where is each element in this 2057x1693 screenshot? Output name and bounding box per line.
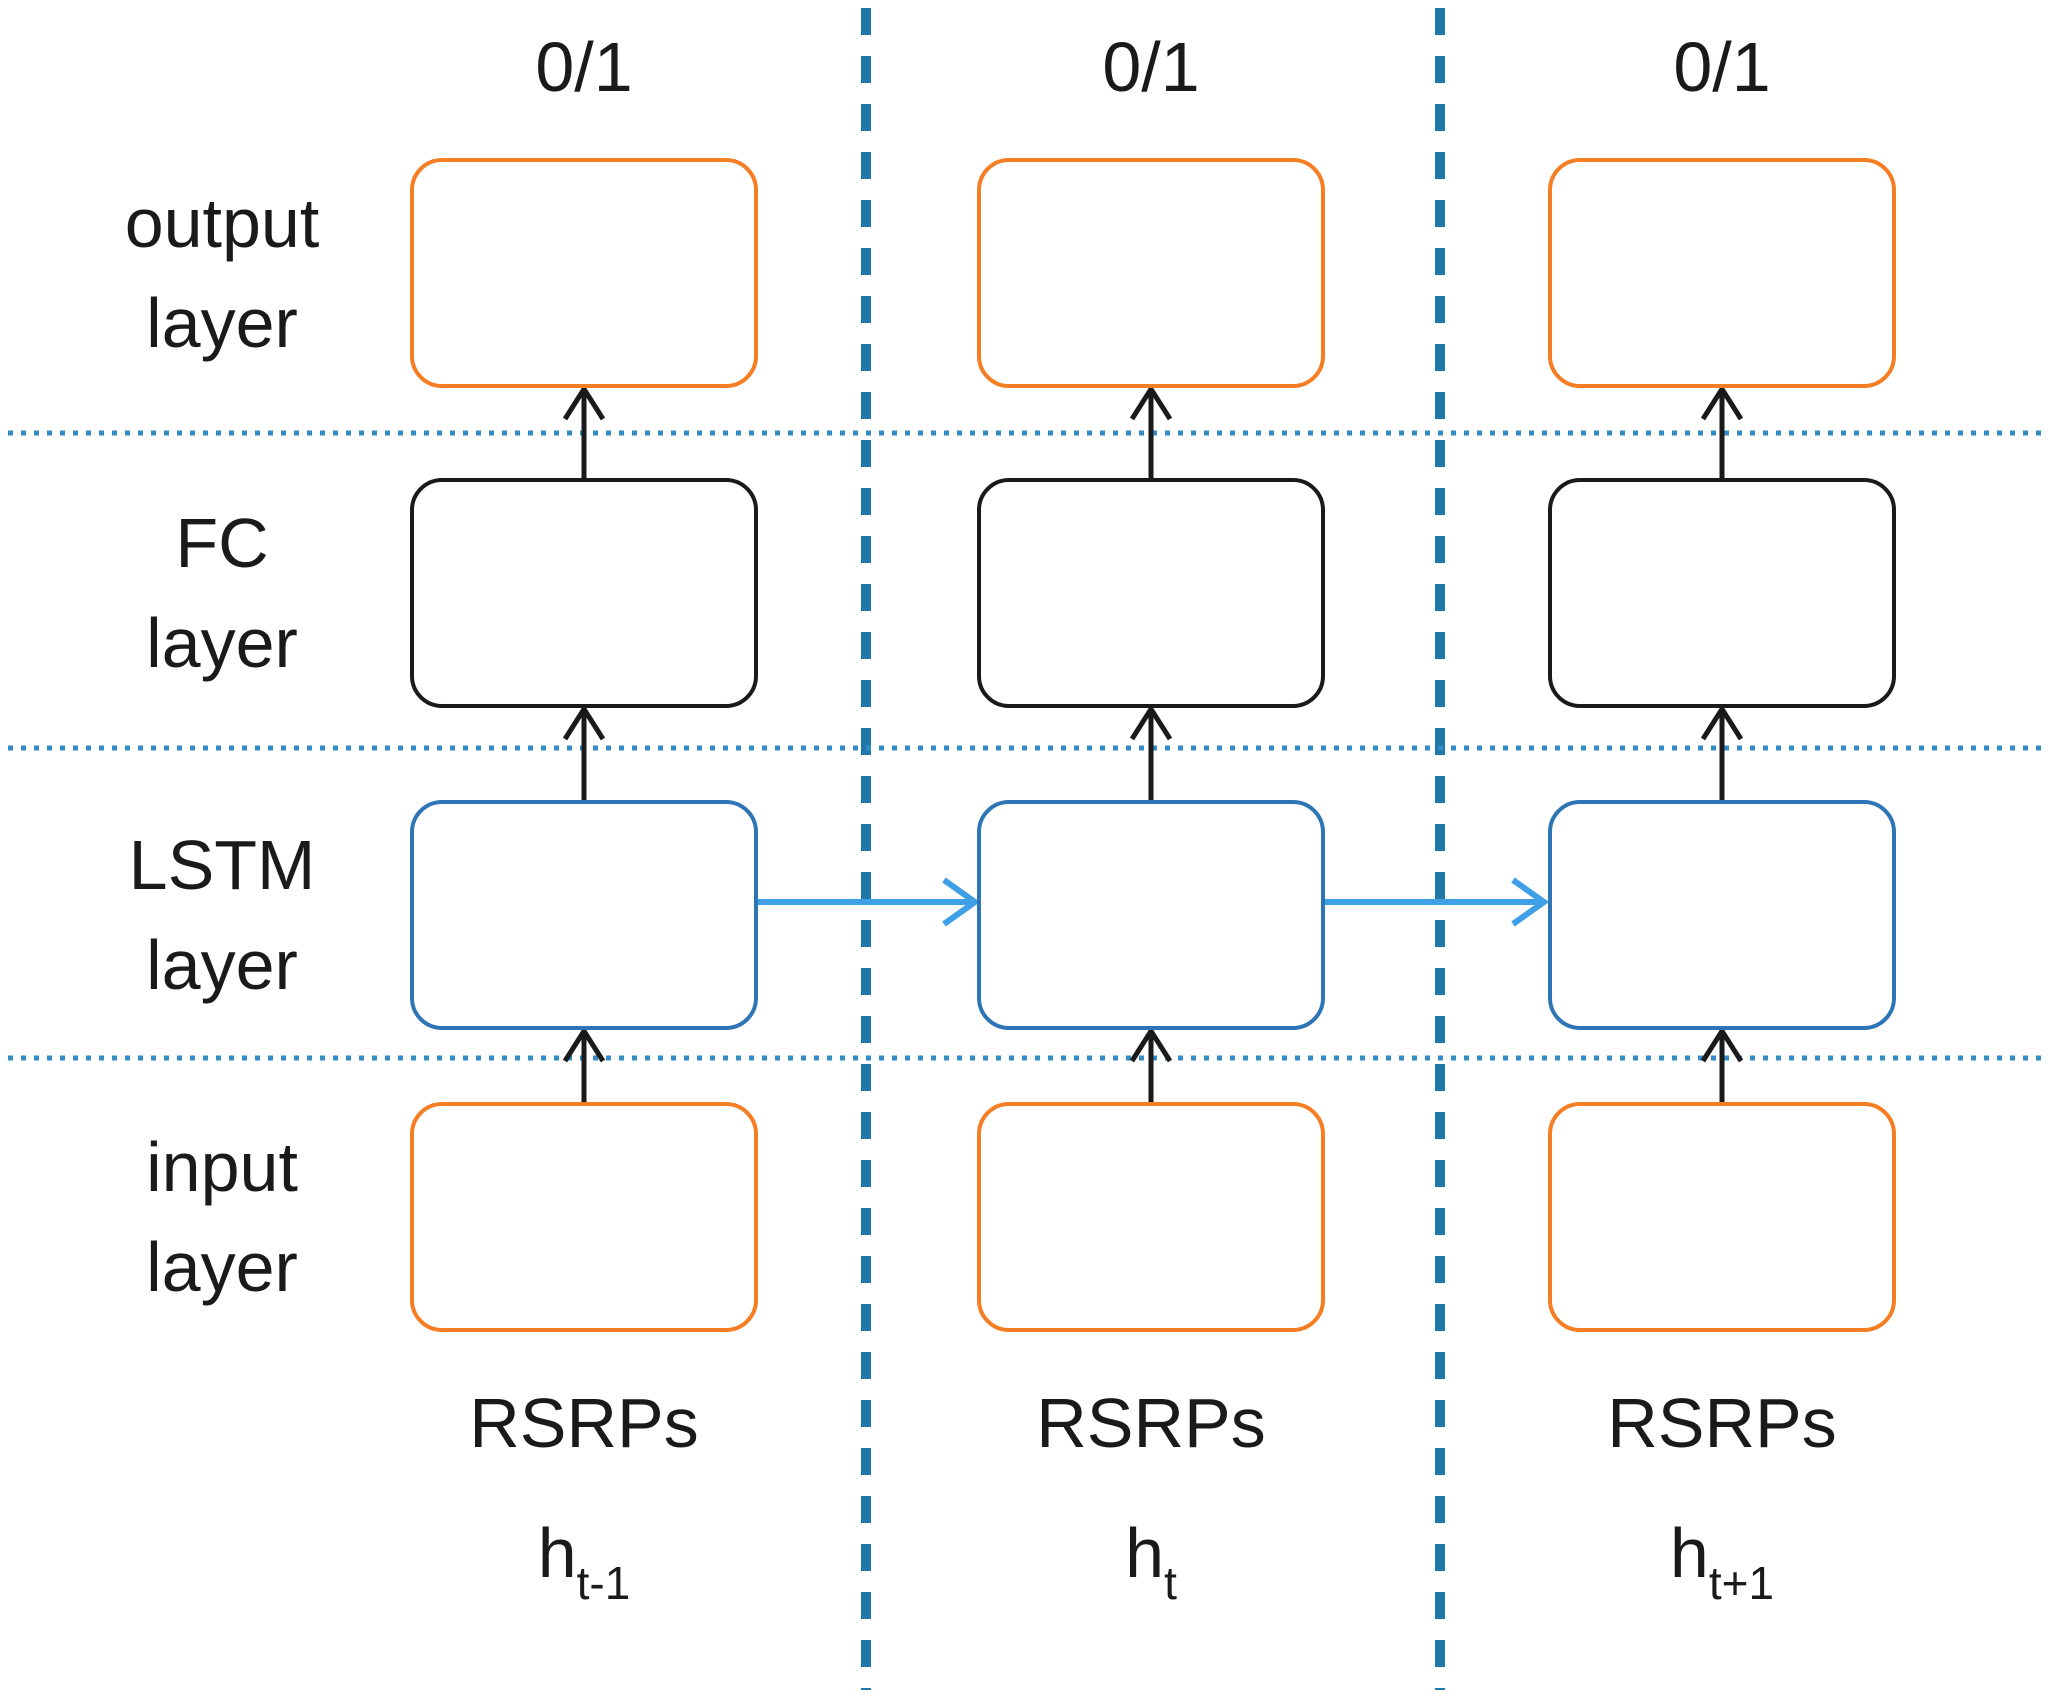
row-label-lstm-layer: LSTM layer <box>129 815 316 1015</box>
lstm-box-col2 <box>977 800 1325 1030</box>
row-label-line: output <box>124 184 320 262</box>
input-feature-label-col2: RSRPs <box>1036 1384 1266 1462</box>
lstm-box-col1 <box>410 800 758 1030</box>
input-to-lstm-arrow-col1 <box>562 1026 606 1104</box>
input-box-col3 <box>1548 1102 1896 1332</box>
hidden-state-label-col1: ht-1 <box>538 1518 631 1606</box>
lstm-box-col3 <box>1548 800 1896 1030</box>
hidden-state-base: h <box>1669 1514 1709 1592</box>
lstm-to-fc-arrow-col3 <box>1700 704 1744 802</box>
row-label-line: layer <box>146 926 298 1004</box>
row-label-fc-layer: FC layer <box>146 493 298 693</box>
hidden-state-base: h <box>1125 1514 1165 1592</box>
fc-box-col3 <box>1548 478 1896 708</box>
output-value-label-col3: 0/1 <box>1673 28 1771 106</box>
row-label-line: layer <box>146 1228 298 1306</box>
row-label-output-layer: output layer <box>125 173 320 373</box>
input-to-lstm-arrow-col2 <box>1129 1026 1173 1104</box>
output-box-col2 <box>977 158 1325 388</box>
output-box-col1 <box>410 158 758 388</box>
hidden-state-base: h <box>537 1514 577 1592</box>
row-label-line: layer <box>146 284 298 362</box>
hidden-state-label-col2: ht <box>1125 1518 1177 1606</box>
hidden-state-subscript: t+1 <box>1708 1557 1775 1609</box>
lstm-to-fc-arrow-col1 <box>562 704 606 802</box>
input-box-col1 <box>410 1102 758 1332</box>
fc-box-col2 <box>977 478 1325 708</box>
hidden-state-subscript: t <box>1164 1557 1177 1609</box>
fc-to-output-arrow-col2 <box>1129 384 1173 480</box>
row-label-input-layer: input layer <box>146 1117 298 1317</box>
row-label-line: FC <box>175 504 269 582</box>
row-label-line: layer <box>146 604 298 682</box>
hidden-state-subscript: t-1 <box>576 1557 631 1609</box>
lstm-recurrence-arrow-1 <box>758 877 981 927</box>
fc-box-col1 <box>410 478 758 708</box>
output-value-label-col2: 0/1 <box>1102 28 1200 106</box>
output-value-label-col1: 0/1 <box>535 28 633 106</box>
lstm-to-fc-arrow-col2 <box>1129 704 1173 802</box>
input-to-lstm-arrow-col3 <box>1700 1026 1744 1104</box>
row-label-line: LSTM <box>128 826 316 904</box>
input-box-col2 <box>977 1102 1325 1332</box>
fc-to-output-arrow-col3 <box>1700 384 1744 480</box>
output-box-col3 <box>1548 158 1896 388</box>
input-feature-label-col1: RSRPs <box>469 1384 699 1462</box>
input-feature-label-col3: RSRPs <box>1607 1384 1837 1462</box>
hidden-state-label-col3: ht+1 <box>1670 1518 1774 1606</box>
row-label-line: input <box>146 1128 298 1206</box>
lstm-recurrence-arrow-2 <box>1325 877 1550 927</box>
fc-to-output-arrow-col1 <box>562 384 606 480</box>
